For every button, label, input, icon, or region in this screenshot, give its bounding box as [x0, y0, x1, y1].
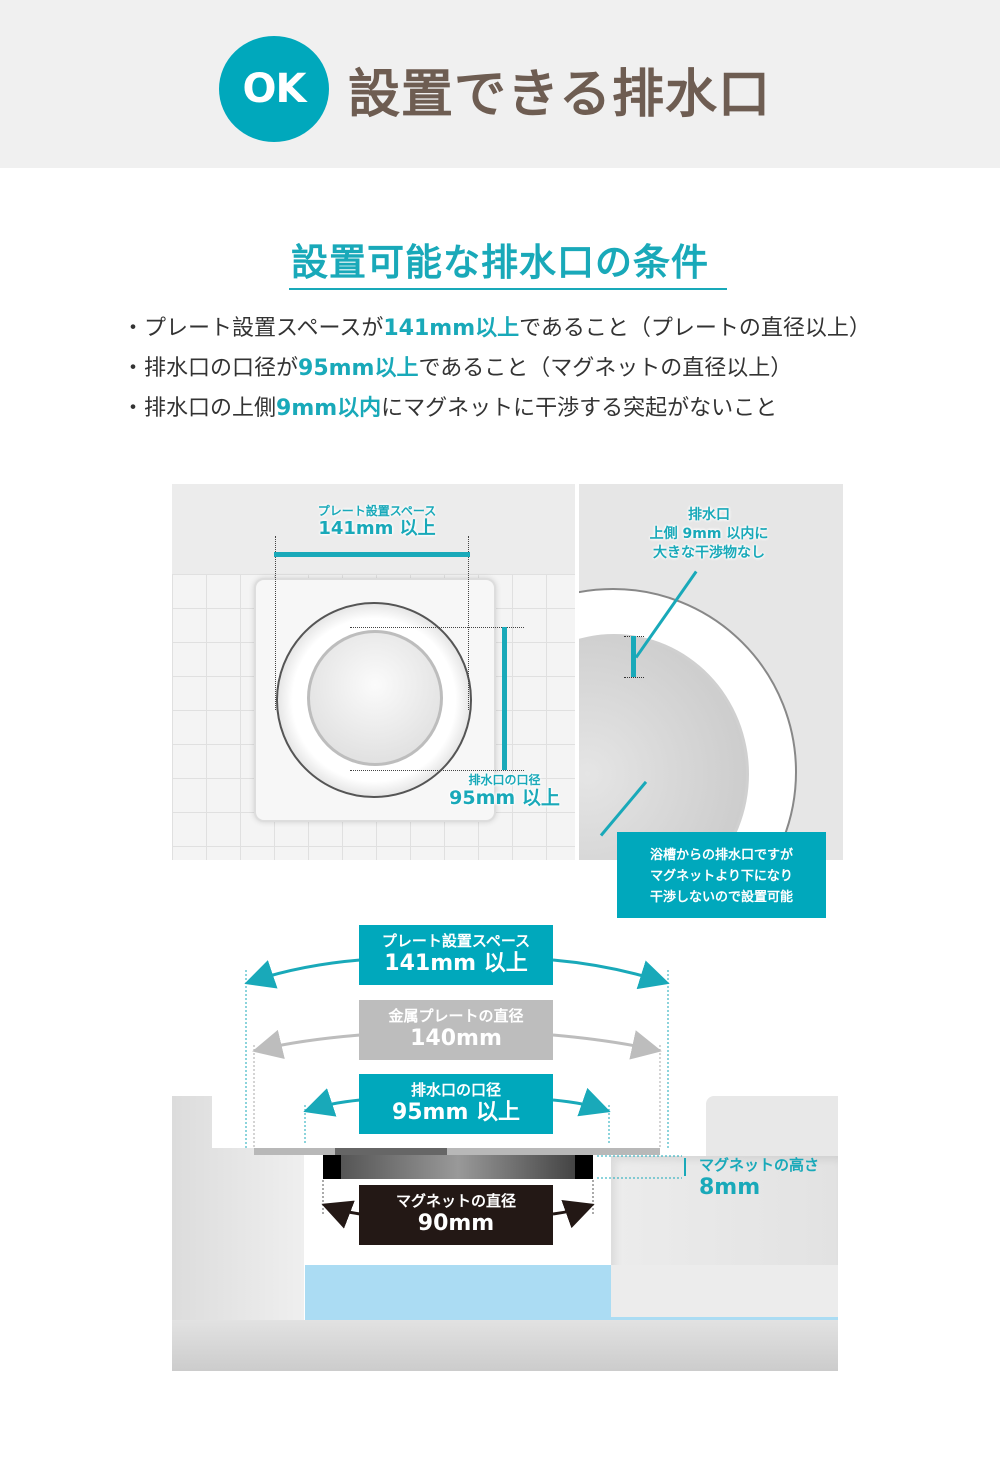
condition-highlight: 9mm以内: [276, 396, 382, 421]
box-label: 排水口の口径: [410, 1081, 501, 1099]
plate-space-label: プレート設置スペース 141mm 以上: [282, 504, 472, 539]
condition-item: ・排水口の上側9mm以内にマグネットに干渉する突起がないこと: [122, 392, 871, 432]
label-value: 8mm: [699, 1175, 761, 1200]
box-value: 90mm: [417, 1211, 495, 1236]
label-text: 排水口の口径: [468, 773, 541, 787]
label-value: 141mm 以上: [318, 517, 436, 539]
clearance-dimension-line: [631, 636, 636, 677]
condition-text: にマグネットに干渉する突起がないこと: [381, 396, 778, 421]
drain-diameter-box: 排水口の口径 95mm 以上: [359, 1074, 553, 1134]
magnet-diameter-box: マグネットの直径 90mm: [359, 1185, 553, 1245]
callout-line: 干渉しないので設置可能: [649, 890, 793, 905]
plate-space-dimension-line: [274, 552, 470, 557]
bathtub-drain-callout: 浴槽からの排水口ですが マグネットより下になり 干渉しないので設置可能: [617, 832, 826, 918]
box-label: プレート設置スペース: [381, 932, 531, 950]
dimension-guide: [624, 677, 644, 678]
dimension-guide: [468, 536, 469, 710]
box-label: マグネットの直径: [395, 1192, 516, 1210]
condition-text: ・排水口の口径が: [122, 356, 299, 381]
drain-top-photo: プレート設置スペース 141mm 以上 排水口の口径 95mm 以上: [172, 484, 575, 860]
ok-badge: OK: [219, 36, 329, 142]
drain-diameter-dimension-line: [502, 627, 507, 770]
metal-plate: [254, 1148, 660, 1155]
dimension-guide: [275, 536, 276, 710]
condition-text: ・排水口の上側: [122, 396, 277, 421]
dimension-guide: [350, 770, 524, 771]
condition-text: ・プレート設置スペースが: [122, 316, 384, 341]
condition-highlight: 95mm以上: [298, 356, 419, 381]
box-label: 金属プレートの直径: [388, 1007, 524, 1025]
label-text: マグネットの高さ: [699, 1156, 820, 1174]
label-line: 大きな干渉物なし: [653, 545, 765, 561]
plate-space-box: プレート設置スペース 141mm 以上: [359, 925, 553, 985]
box-value: 141mm 以上: [384, 951, 528, 976]
label-value: 95mm 以上: [449, 786, 560, 809]
magnet: [323, 1155, 593, 1179]
box-value: 95mm 以上: [391, 1100, 521, 1125]
tub-rim-right: [706, 1096, 838, 1156]
magnet-height-label: マグネットの高さ 8mm: [699, 1154, 819, 1200]
header-band: OK 設置できる排水口: [0, 0, 1000, 168]
tub-floor: [172, 1320, 838, 1371]
dimension-guide: [350, 627, 524, 628]
conditions-list: ・プレート設置スペースが141mm以上であること（プレートの直径以上） ・排水口…: [122, 312, 871, 432]
tub-wall-right-lower: [611, 1265, 838, 1317]
callout-line: マグネットより下になり: [650, 869, 793, 884]
clearance-label: 排水口 上側 9mm 以内に 大きな干渉物なし: [624, 506, 794, 563]
metal-plate-center: [335, 1148, 447, 1155]
drain-opening: [307, 630, 443, 766]
condition-text: であること（プレートの直径以上）: [519, 316, 871, 341]
page-title: 設置できる排水口: [348, 65, 771, 125]
condition-item: ・排水口の口径が95mm以上であること（マグネットの直径以上）: [122, 352, 871, 392]
label-line: 上側 9mm 以内に: [649, 526, 769, 542]
drain-closeup-photo: 排水口 上側 9mm 以内に 大きな干渉物なし: [579, 484, 843, 860]
condition-item: ・プレート設置スペースが141mm以上であること（プレートの直径以上）: [122, 312, 871, 352]
metal-plate-box: 金属プレートの直径 140mm: [359, 1000, 553, 1060]
title-underline: [289, 288, 727, 290]
callout-line: 浴槽からの排水口ですが: [649, 848, 793, 863]
condition-text: であること（マグネットの直径以上）: [418, 356, 793, 381]
condition-highlight: 141mm以上: [383, 316, 520, 341]
box-value: 140mm: [410, 1026, 502, 1051]
conditions-title: 設置可能な排水口の条件: [291, 241, 709, 284]
drain-diameter-label: 排水口の口径 95mm 以上: [442, 773, 567, 810]
label-text: プレート設置スペース: [317, 504, 437, 518]
label-line: 排水口: [688, 507, 730, 523]
